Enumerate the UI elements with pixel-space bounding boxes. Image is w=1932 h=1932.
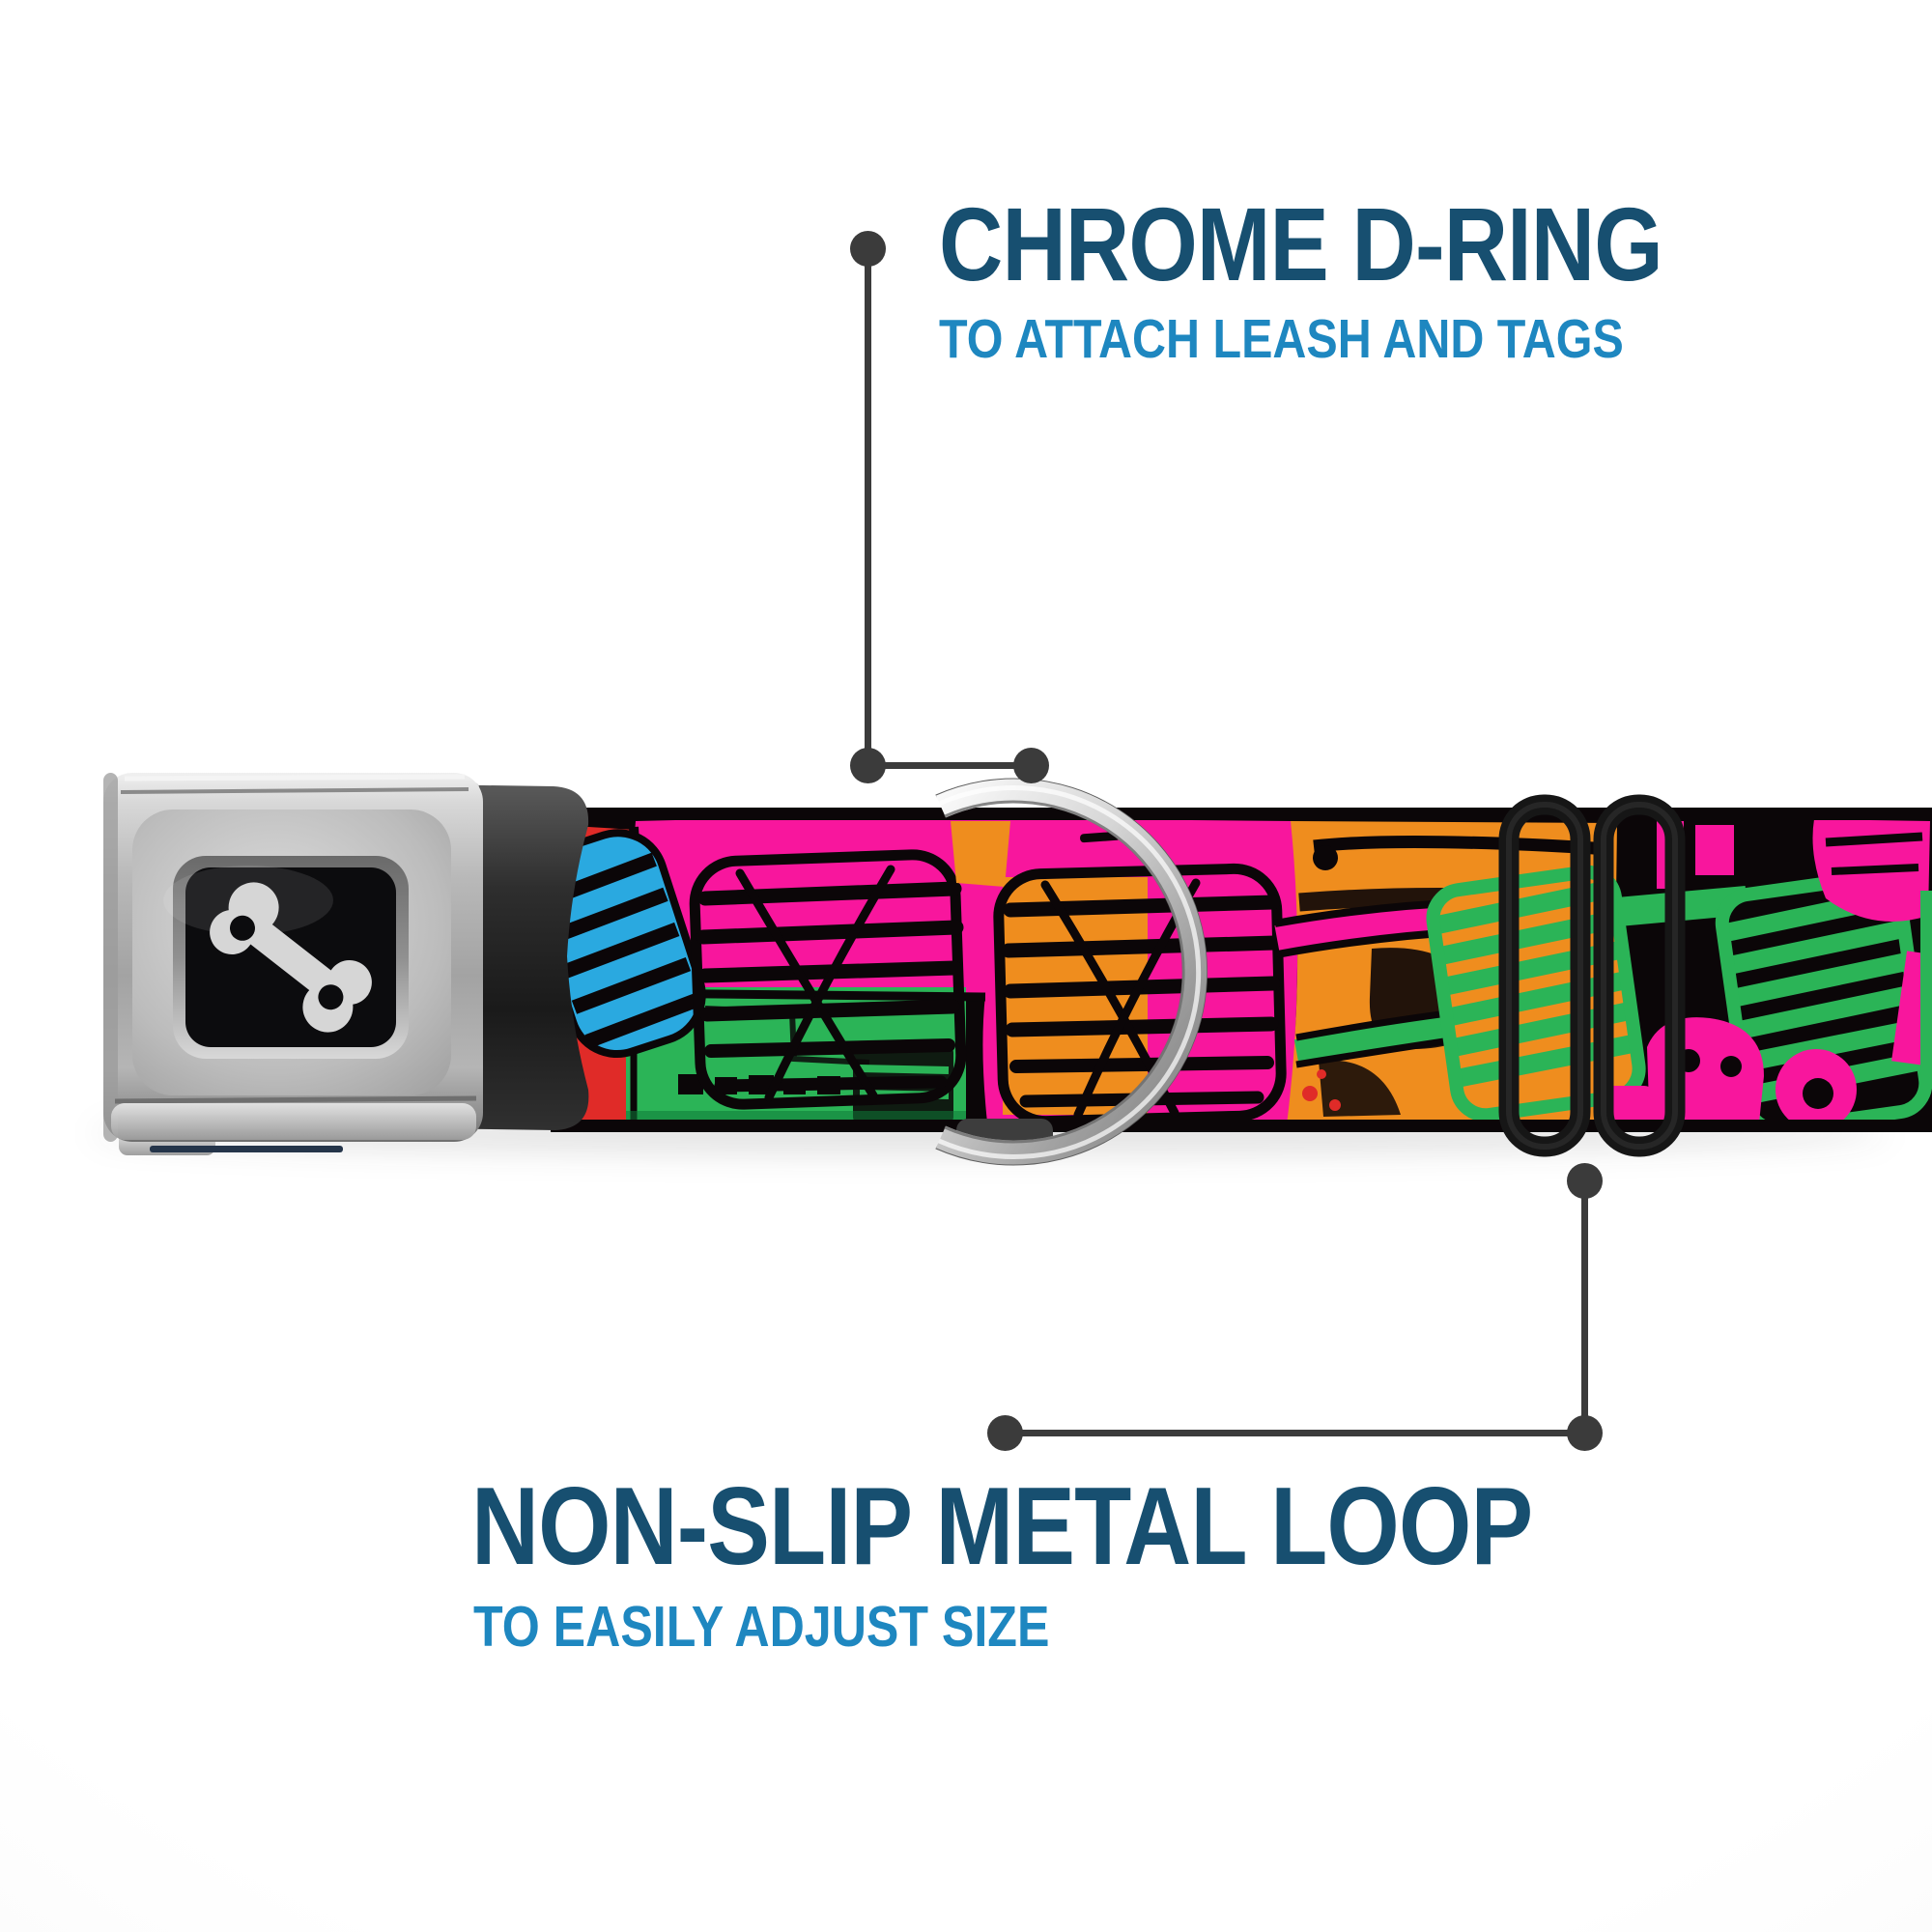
chrome-d-ring xyxy=(935,778,1208,1166)
callout-loop-dot-text xyxy=(987,1415,1023,1451)
metal-loop-adjuster xyxy=(1498,794,1686,1157)
dring-title: CHROME D-RING xyxy=(939,185,1663,302)
pink-shutter-lens-left xyxy=(689,849,967,1110)
seatbelt-buckle xyxy=(103,773,589,1155)
bone-icon xyxy=(210,882,372,1033)
callout-dring-dot-anchor xyxy=(1013,748,1049,783)
loop-subtitle: TO EASILY ADJUST SIZE xyxy=(473,1595,1050,1659)
callout-dring-line-horizontal xyxy=(867,762,1032,769)
dring-subtitle: TO ATTACH LEASH AND TAGS xyxy=(939,308,1624,370)
webbing-strap xyxy=(551,808,1932,1132)
loop-title: NON-SLIP METAL LOOP xyxy=(471,1465,1533,1588)
callout-dring-line-vertical xyxy=(865,248,871,765)
callout-loop-line-vertical xyxy=(1581,1180,1588,1433)
callout-loop-line-horizontal xyxy=(1005,1430,1581,1436)
